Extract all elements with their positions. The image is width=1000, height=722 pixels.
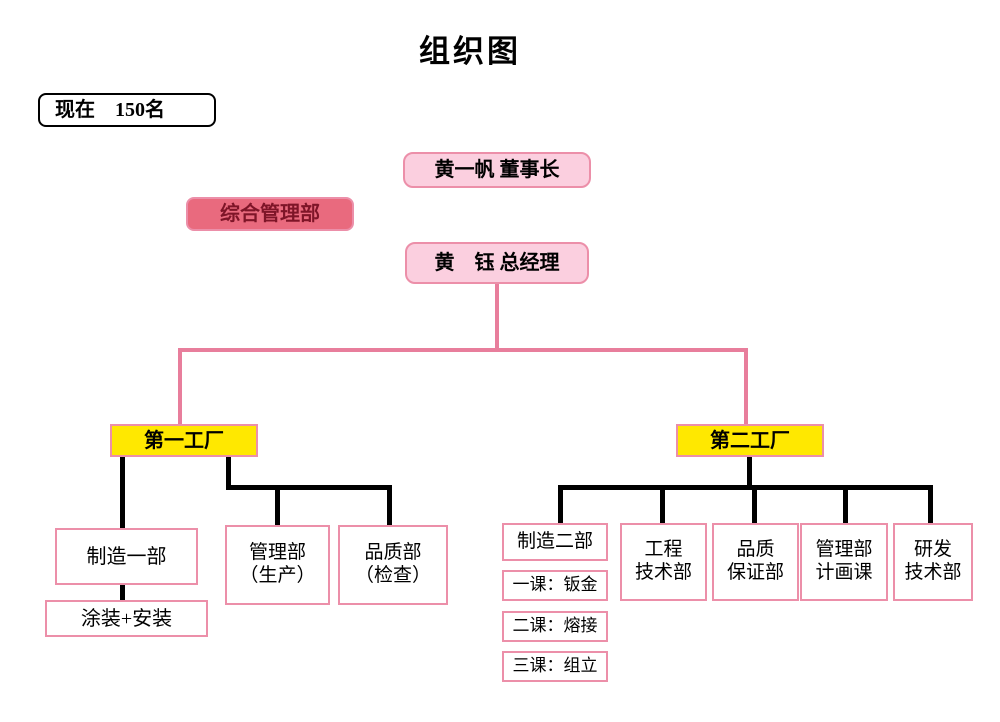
node-management-2-line1: 管理部: [815, 539, 873, 561]
connector-factory1-drop: [178, 350, 182, 425]
connector-f2-stem: [747, 457, 752, 488]
node-general-manager-label: 黄 钰 总经理: [434, 252, 560, 274]
node-manufacturing-1: 制造一部: [55, 528, 198, 585]
node-engineering: 工程 技术部: [620, 523, 707, 601]
node-factory-2: 第二工厂: [676, 424, 824, 457]
node-general-affairs-label: 综合管理部: [220, 203, 320, 225]
node-manufacturing-2-label: 制造二部: [516, 530, 593, 552]
connector-mfg1-painting: [120, 585, 125, 601]
node-quality-assurance-line1: 品质: [736, 539, 775, 561]
node-management-1-line2: （生产）: [239, 565, 316, 586]
node-section-1-label: 一课：钣金: [512, 575, 598, 595]
node-rnd-line1: 研发: [913, 539, 952, 561]
connector-f2-mfg2-drop: [558, 488, 563, 523]
node-chairman: 黄一帆 董事长: [403, 152, 591, 188]
node-general-affairs: 综合管理部: [186, 197, 354, 231]
connector-f1-stem: [226, 457, 231, 488]
connector-f1-mgmt-drop: [275, 488, 280, 525]
node-manufacturing-2: 制造二部: [502, 523, 608, 561]
node-quality-assurance: 品质 保证部: [712, 523, 799, 601]
connector-gm-stem: [495, 284, 499, 350]
headcount-label: 现在 150名: [55, 99, 165, 121]
headcount-box: 现在 150名: [38, 93, 216, 127]
connector-f1-quality-drop: [387, 488, 392, 525]
page-title: 组织图: [419, 34, 521, 69]
node-rnd: 研发 技术部: [893, 523, 973, 601]
node-painting-assembly-label: 涂装+安装: [80, 607, 173, 630]
node-quality-assurance-line2: 保证部: [726, 562, 784, 583]
node-general-manager: 黄 钰 总经理: [405, 242, 589, 284]
node-section-3-label: 三课：组立: [512, 656, 598, 676]
node-management-1-line1: 管理部: [248, 542, 306, 564]
connector-top-horizontal: [178, 348, 748, 352]
node-section-1: 一课：钣金: [502, 570, 608, 601]
node-rnd-line2: 技术部: [904, 562, 962, 583]
node-management-2-line2: 计画课: [815, 562, 873, 583]
node-management-1: 管理部 （生产）: [225, 525, 330, 605]
connector-f2-qa-drop: [752, 488, 757, 523]
node-factory-1-label: 第一工厂: [144, 429, 224, 452]
node-engineering-line2: 技术部: [634, 562, 692, 583]
node-engineering-line1: 工程: [644, 539, 683, 561]
node-factory-1: 第一工厂: [110, 424, 258, 457]
connector-factory2-drop: [744, 350, 748, 425]
node-quality-1-line1: 品质部: [364, 542, 422, 564]
node-management-2: 管理部 计画课: [800, 523, 888, 601]
connector-f2-eng-drop: [660, 488, 665, 523]
node-quality-1-line2: （检查）: [354, 565, 431, 586]
connector-f1-mfg1: [120, 457, 125, 529]
node-section-2-label: 二课：熔接: [512, 616, 598, 636]
node-chairman-label: 黄一帆 董事长: [434, 159, 560, 181]
connector-f2-horizontal: [558, 485, 933, 490]
node-quality-1: 品质部 （检查）: [338, 525, 448, 605]
node-section-2: 二课：熔接: [502, 611, 608, 642]
node-manufacturing-1-label: 制造一部: [86, 545, 167, 568]
connector-f2-mgmt-drop: [843, 488, 848, 523]
connector-f1-horizontal: [226, 485, 392, 490]
connector-f2-rnd-drop: [928, 488, 933, 523]
node-section-3: 三课：组立: [502, 651, 608, 682]
node-painting-assembly: 涂装+安装: [45, 600, 208, 637]
node-factory-2-label: 第二工厂: [710, 429, 790, 452]
